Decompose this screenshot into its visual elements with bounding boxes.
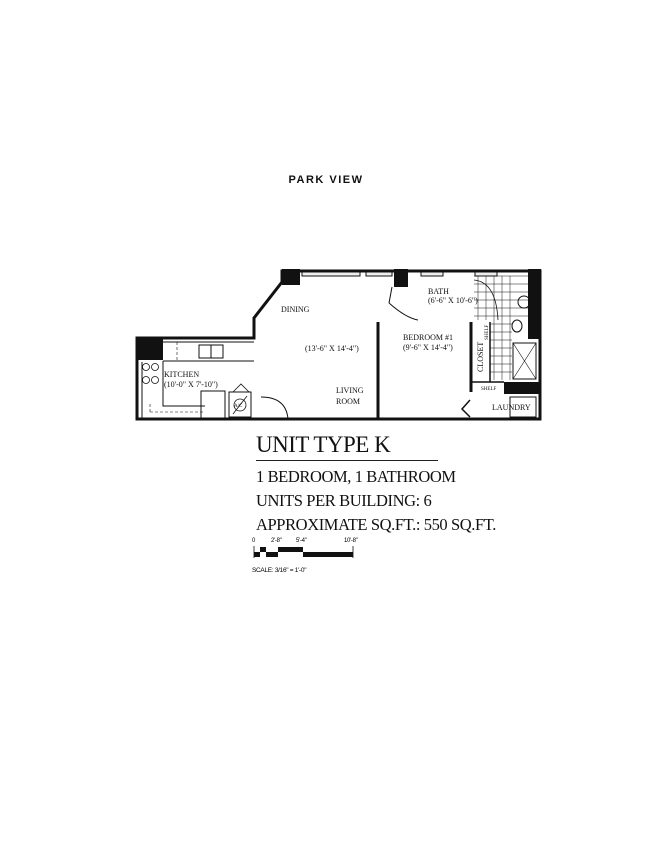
label-living: LIVING: [336, 386, 364, 395]
page-header: PARK VIEW: [288, 174, 364, 186]
label-laundry: LAUNDRY: [492, 403, 531, 412]
scale-tick: 0: [252, 538, 256, 544]
label-bath: BATH: [428, 287, 449, 296]
label-bedroom: BEDROOM #1: [403, 333, 453, 342]
label-closet: CLOSET: [476, 342, 485, 372]
scale-bar: 0 2'-8" 5'-4" 10'-8" SCALE: 3/16" = 1'-0…: [252, 538, 358, 574]
scale-tick: 5'-4": [296, 538, 307, 544]
label-kitchen-dims: (10'-0" X 7'-10"): [164, 380, 218, 389]
title-underline: [256, 460, 438, 461]
room-labels: DINING (13'-6" X 14'-4") LIVING ROOM KIT…: [164, 287, 531, 412]
unit-per-building: UNITS PER BUILDING: 6: [256, 491, 432, 510]
unit-bedrooms: 1 BEDROOM, 1 BATHROOM: [256, 467, 456, 486]
label-shelf-closet: SHELF: [485, 325, 490, 341]
scale-tick: 10'-8": [344, 538, 358, 544]
label-ac: A/C: [234, 404, 243, 409]
label-room: ROOM: [336, 397, 360, 406]
unit-title: UNIT TYPE K: [256, 432, 391, 457]
label-shelf: SHELF: [481, 387, 497, 392]
unit-sqft: APPROXIMATE SQ.FT.: 550 SQ.FT.: [256, 515, 496, 534]
scale-tick: 2'-8": [271, 538, 282, 544]
scale-label: SCALE: 3/16" = 1'-0": [252, 567, 307, 574]
label-living-dims: (13'-6" X 14'-4"): [305, 344, 359, 353]
label-kitchen: KITCHEN: [164, 370, 199, 379]
label-bedroom-dims: (9'-6" X 14'-4"): [403, 343, 453, 352]
walls: [135, 269, 542, 421]
label-bath-dims: (6'-6" X 10'-6"): [428, 296, 478, 305]
label-dining: DINING: [281, 305, 310, 314]
